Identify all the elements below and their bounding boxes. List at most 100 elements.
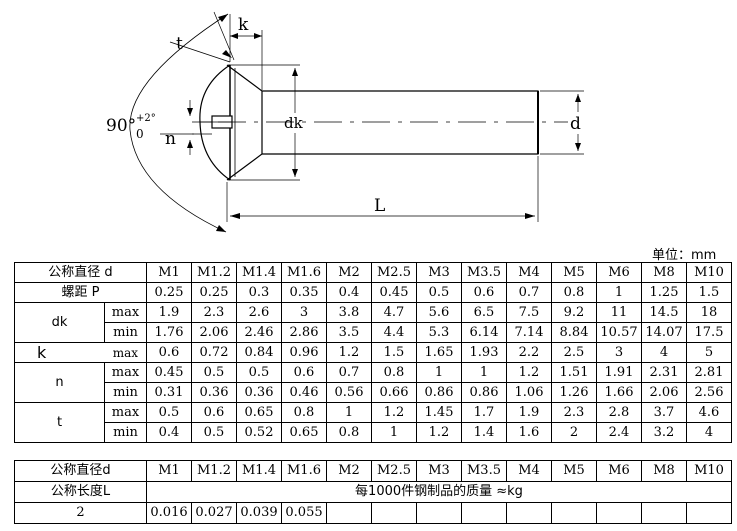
value-cell: 18 [686,302,732,323]
size-cell: M1.6 [281,262,327,283]
shank-outline [262,90,539,155]
value-cell: 0.7 [326,362,372,383]
value-cell: 2.56 [686,382,732,403]
value-cell: 0.8 [326,422,372,443]
value-cell: 2.86 [281,322,327,343]
size-cell: M6 [596,460,642,482]
value-cell: 3 [596,342,642,363]
value-cell: 2.06 [191,322,237,343]
value-cell: 1 [461,362,507,383]
value-cell: 14.5 [641,302,687,323]
value-cell: 0.35 [281,282,327,303]
max-label: max [104,362,147,383]
t-min-row: min 0.4 0.5 0.52 0.65 0.8 1 1.2 1.4 1.6 … [15,422,732,443]
size-header-label: 公称直径d [14,460,147,482]
label-k: k [238,15,249,35]
value-cell: 0.4 [146,422,192,443]
n-label: n [14,362,105,403]
mass-caption: 每1000件钢制品的质量 ≈kg [146,481,732,503]
mass-cell [461,502,507,524]
size-cell: M3.5 [461,460,507,482]
value-cell: 1.26 [551,382,597,403]
value-cell: 3.2 [641,422,687,443]
value-cell: 0.84 [236,342,282,363]
mass-cell: 0.016 [146,502,192,524]
value-cell: 1.5 [371,342,417,363]
value-cell: 5 [686,342,732,363]
value-cell: 3.5 [326,322,372,343]
max-label: max [104,302,147,323]
label-n: n [165,129,176,149]
value-cell: 0.8 [281,402,327,423]
value-cell: 1.2 [371,402,417,423]
mass-cell [596,502,642,524]
value-cell: 1.93 [461,342,507,363]
value-cell: 5.6 [416,302,462,323]
label-angle: 90° [106,116,136,136]
value-cell: 0.52 [236,422,282,443]
label-angle-sup: +2° [136,113,156,124]
k-row: k max 0.6 0.72 0.84 0.96 1.2 1.5 1.65 1.… [14,342,732,363]
value-cell: 2.4 [596,422,642,443]
value-cell: 2.46 [236,322,282,343]
value-cell: 0.8 [551,282,597,303]
k-label: k [37,342,47,362]
value-cell: 1.76 [146,322,192,343]
value-cell: 1 [371,422,417,443]
mass-cell [641,502,687,524]
size-cell: M1 [146,460,192,482]
value-cell: 14.07 [641,322,687,343]
size-cell: M5 [551,460,597,482]
value-cell: 6.14 [461,322,507,343]
value-cell: 0.65 [281,422,327,443]
value-cell: 0.6 [461,282,507,303]
size-cell: M2 [326,460,372,482]
size-cell: M1.2 [191,460,237,482]
size-cell: M1.4 [236,460,282,482]
value-cell: 2 [551,422,597,443]
value-cell: 0.3 [236,282,282,303]
value-cell: 2.2 [506,342,552,363]
value-cell: 0.36 [191,382,237,403]
size-cell: M10 [686,262,732,283]
value-cell: 1.91 [596,362,642,383]
value-cell: 1.66 [596,382,642,403]
value-cell: 4.7 [371,302,417,323]
value-cell: 0.46 [281,382,327,403]
n-min-row: min 0.31 0.36 0.36 0.46 0.56 0.66 0.86 0… [15,382,732,403]
value-cell: 2.31 [641,362,687,383]
max-label: max [104,402,147,423]
t-max-row: t max 0.5 0.6 0.65 0.8 1 1.2 1.45 1.7 1.… [14,402,732,443]
unit-label: 单位：mm [652,248,717,263]
value-cell: 0.65 [236,402,282,423]
value-cell: 0.5 [146,402,192,423]
mass-cell [326,502,372,524]
value-cell: 11 [596,302,642,323]
size-cell: M3 [416,460,462,482]
value-cell: 17.5 [686,322,732,343]
value-cell: 1.2 [506,362,552,383]
value-cell: 1.2 [326,342,372,363]
size-cell: M3.5 [461,262,507,283]
value-cell: 0.56 [326,382,372,403]
size-cell: M8 [641,460,687,482]
length-cell: 2 [14,502,147,524]
value-cell: 1.65 [416,342,462,363]
value-cell: 2.06 [641,382,687,403]
value-cell: 0.72 [191,342,237,363]
label-L: L [374,196,385,216]
value-cell: 0.25 [146,282,192,303]
mass-cell [551,502,597,524]
dk-max-row: dk max 1.9 2.3 2.6 3 3.8 4.7 5.6 6.5 7.5… [14,302,732,343]
value-cell: 2.5 [551,342,597,363]
mass-table: 公称直径d M1 M1.2 M1.4 M1.6 M2 M2.5 M3 M3.5 … [14,460,732,524]
value-cell: 6.5 [461,302,507,323]
value-cell: 1 [596,282,642,303]
value-cell: 0.31 [146,382,192,403]
value-cell: 0.25 [191,282,237,303]
value-cell: 9.2 [551,302,597,323]
k-max-label: max [112,345,138,360]
value-cell: 3.7 [641,402,687,423]
dk-min-row: min 1.76 2.06 2.46 2.86 3.5 4.4 5.3 6.14… [15,322,732,343]
size-cell: M3 [416,262,462,283]
